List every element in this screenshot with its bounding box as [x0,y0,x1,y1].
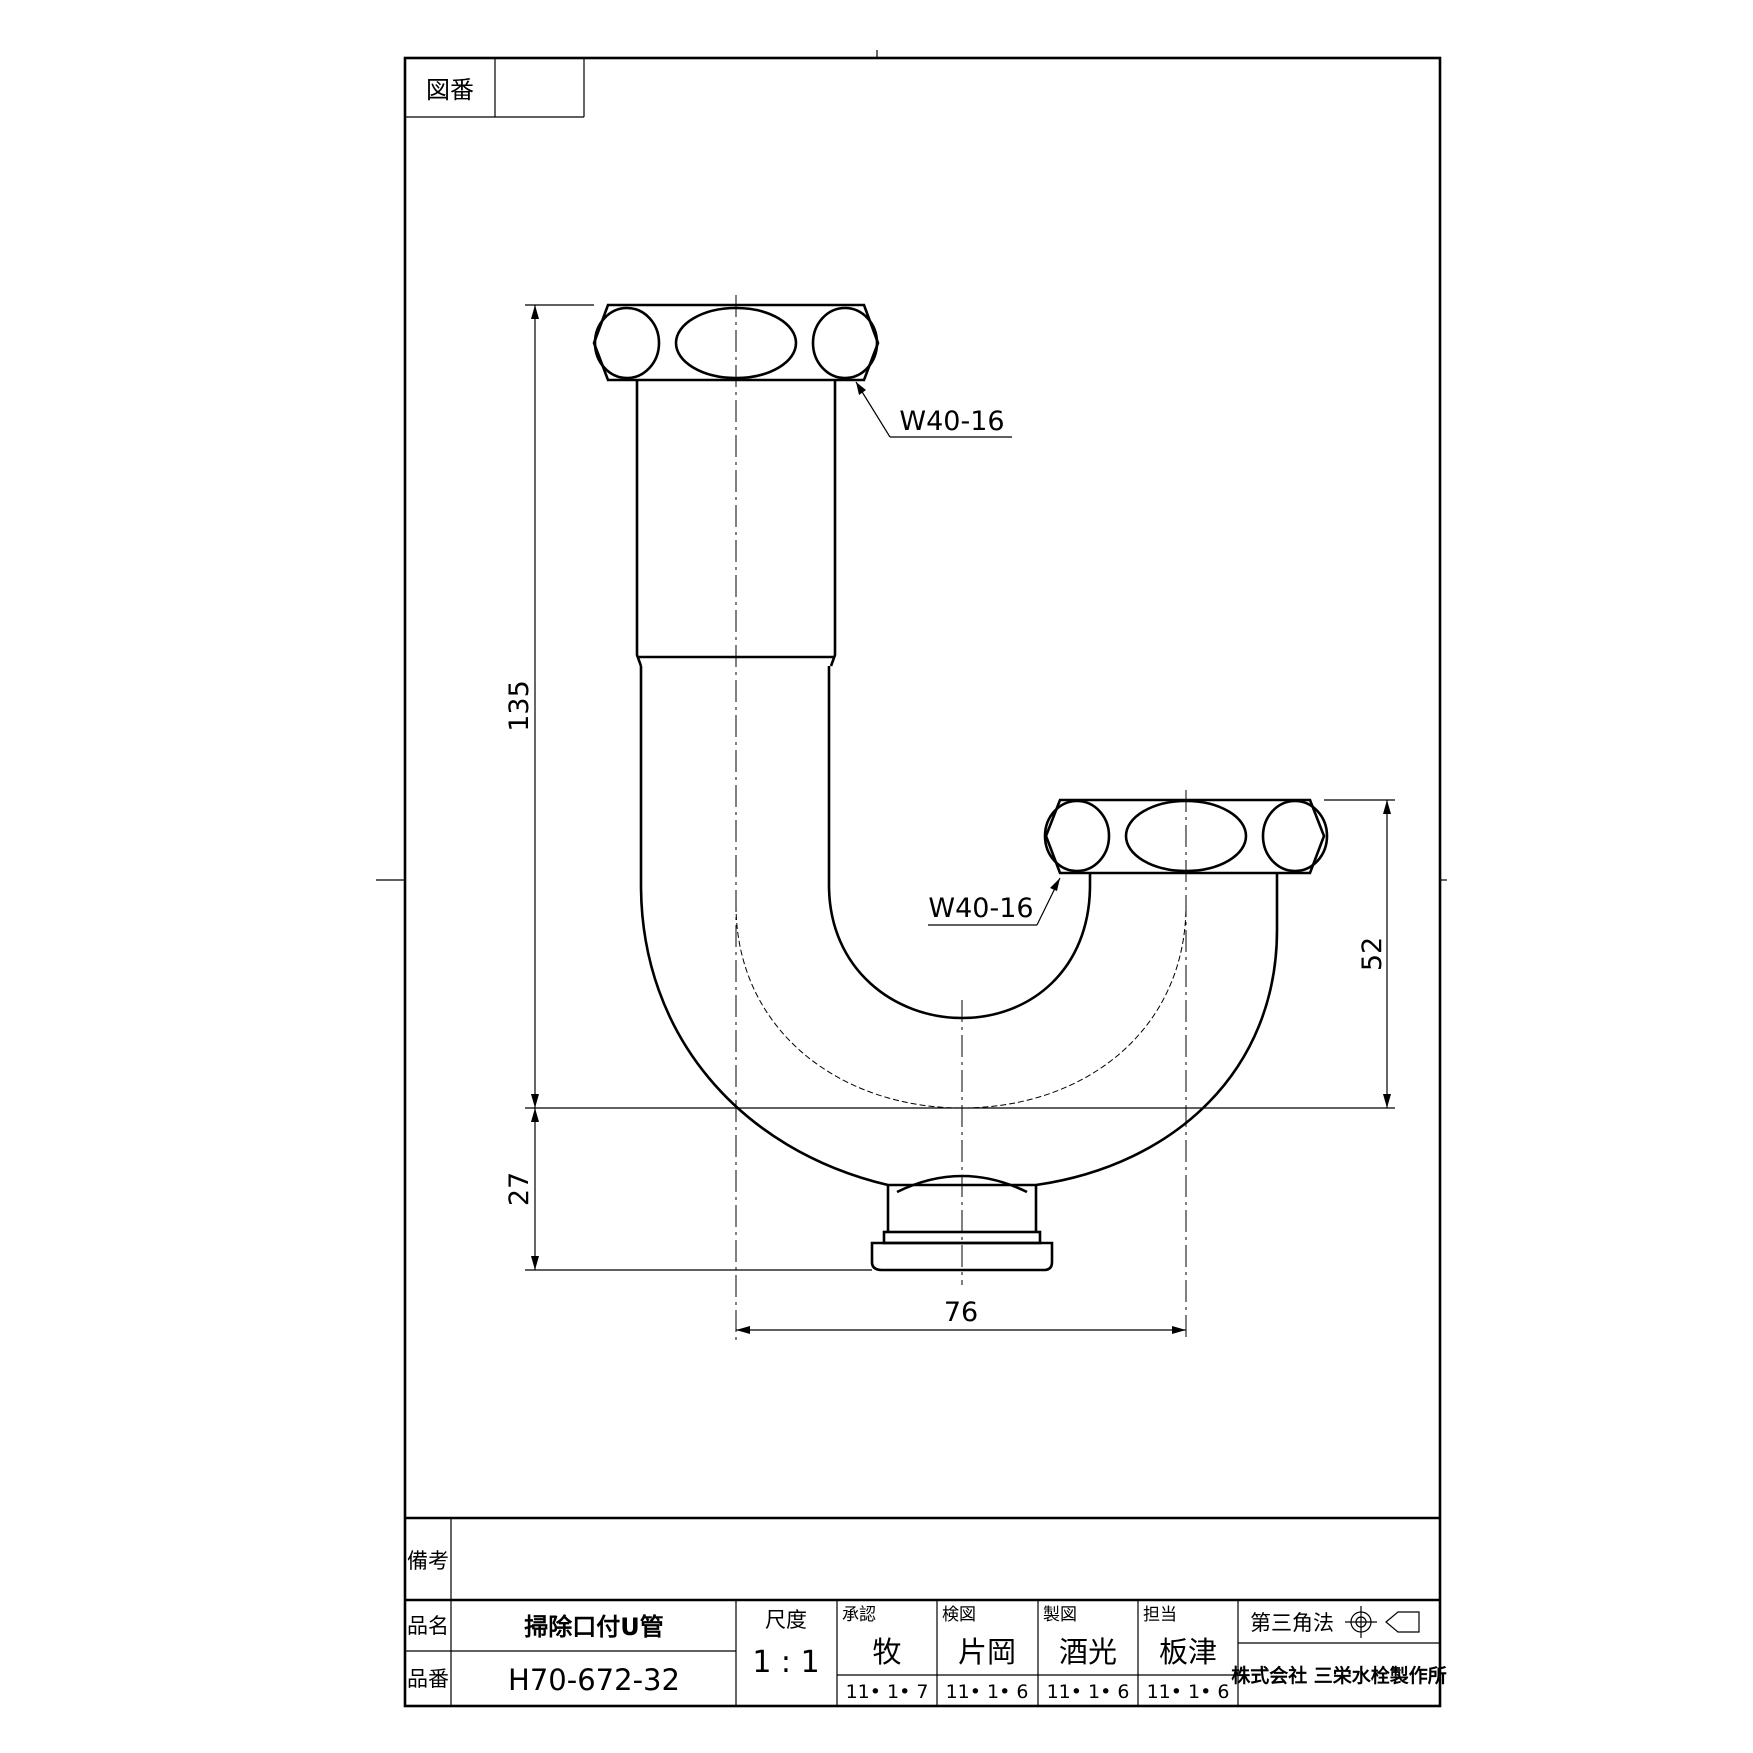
drawing-number-label: 図番 [426,76,474,104]
drawn-label: 製図 [1043,1605,1077,1625]
side-nut [1044,798,1326,875]
approved-date: 11• 1• 7 [846,1681,929,1703]
drawn-date: 11• 1• 6 [1047,1681,1130,1703]
title-block [405,1516,1440,1706]
dim-bottom-height: 27 [504,1172,535,1206]
dim-width: 76 [944,1297,978,1328]
checked-label: 検図 [942,1605,976,1625]
part-name-label: 品名 [407,1614,449,1638]
drawing-border [403,56,1442,1708]
scale-label: 尺度 [765,1608,807,1632]
drawn-name: 酒光 [1059,1635,1117,1669]
charge-date: 11• 1• 6 [1147,1681,1230,1703]
charge-name: 板津 [1159,1635,1217,1669]
part-number: H70-672-32 [508,1663,680,1697]
callout-top-thread: W40-16 [899,406,1004,437]
cleanout-cap [870,1241,1054,1272]
checked-name: 片岡 [958,1635,1016,1669]
drawing-number-box: 図番 [405,58,585,118]
approved-name: 牧 [872,1635,901,1669]
charge-label: 担当 [1143,1605,1177,1625]
projection-label: 第三角法 [1250,1611,1334,1635]
scale-value: 1 : 1 [752,1645,819,1680]
dimension-lines [525,304,1395,1334]
u-pipe [592,303,1329,1272]
approved-label: 承認 [842,1605,876,1625]
remarks-label: 備考 [407,1549,449,1573]
checked-date: 11• 1• 6 [946,1681,1029,1703]
third-angle-projection-icon [1345,1606,1420,1638]
dim-total-height: 135 [504,680,535,732]
part-number-label: 品番 [407,1667,449,1691]
dim-right-height: 52 [1357,937,1388,971]
part-name: 掃除口付U管 [524,1613,664,1641]
callout-side-thread: W40-16 [928,893,1033,924]
company-name: 株式会社 三栄水栓製作所 [1231,1664,1447,1687]
